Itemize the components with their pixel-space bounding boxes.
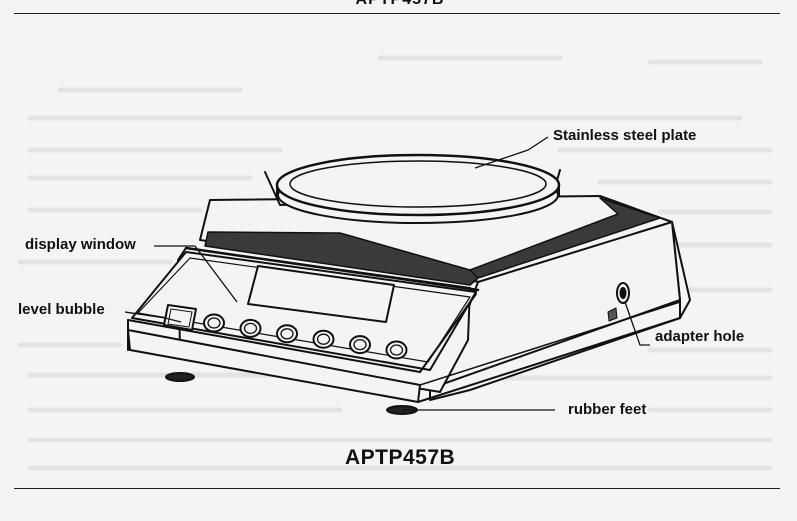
label-stainless-steel-plate: Stainless steel plate	[553, 127, 697, 144]
keypad-button-inner-ring	[353, 338, 367, 351]
display-window	[247, 265, 395, 323]
bottom-rule	[14, 488, 780, 489]
model-number: APTP457B	[345, 446, 456, 469]
keypad-button	[385, 340, 408, 360]
keypad-button	[312, 329, 335, 349]
label-level-bubble: level bubble	[18, 301, 105, 318]
keypad-button-inner-ring	[243, 322, 258, 335]
keypad-button	[276, 324, 298, 344]
label-rubber-feet: rubber feet	[568, 401, 647, 418]
page-header-fragment: APTP457B	[340, 0, 460, 9]
display-leader	[154, 245, 238, 303]
keypad-buttons	[203, 313, 408, 360]
stainless-steel-plate	[275, 153, 561, 217]
keypad-button	[349, 335, 371, 355]
label-display-window: display window	[25, 236, 136, 253]
keypad-button-inner-ring	[389, 344, 404, 356]
plate-leader	[474, 136, 549, 169]
keypad-button-inner-ring	[207, 317, 221, 329]
keypad-button-inner-ring	[280, 328, 294, 340]
keypad-button-inner-ring	[316, 333, 331, 345]
bubble-leader	[124, 311, 182, 323]
rubber-foot-left	[165, 372, 195, 382]
keypad-button	[203, 313, 225, 333]
adapter-leader	[624, 301, 650, 346]
label-adapter-hole: adapter hole	[655, 328, 745, 345]
top-rule	[14, 13, 780, 14]
keypad-button	[239, 318, 262, 338]
